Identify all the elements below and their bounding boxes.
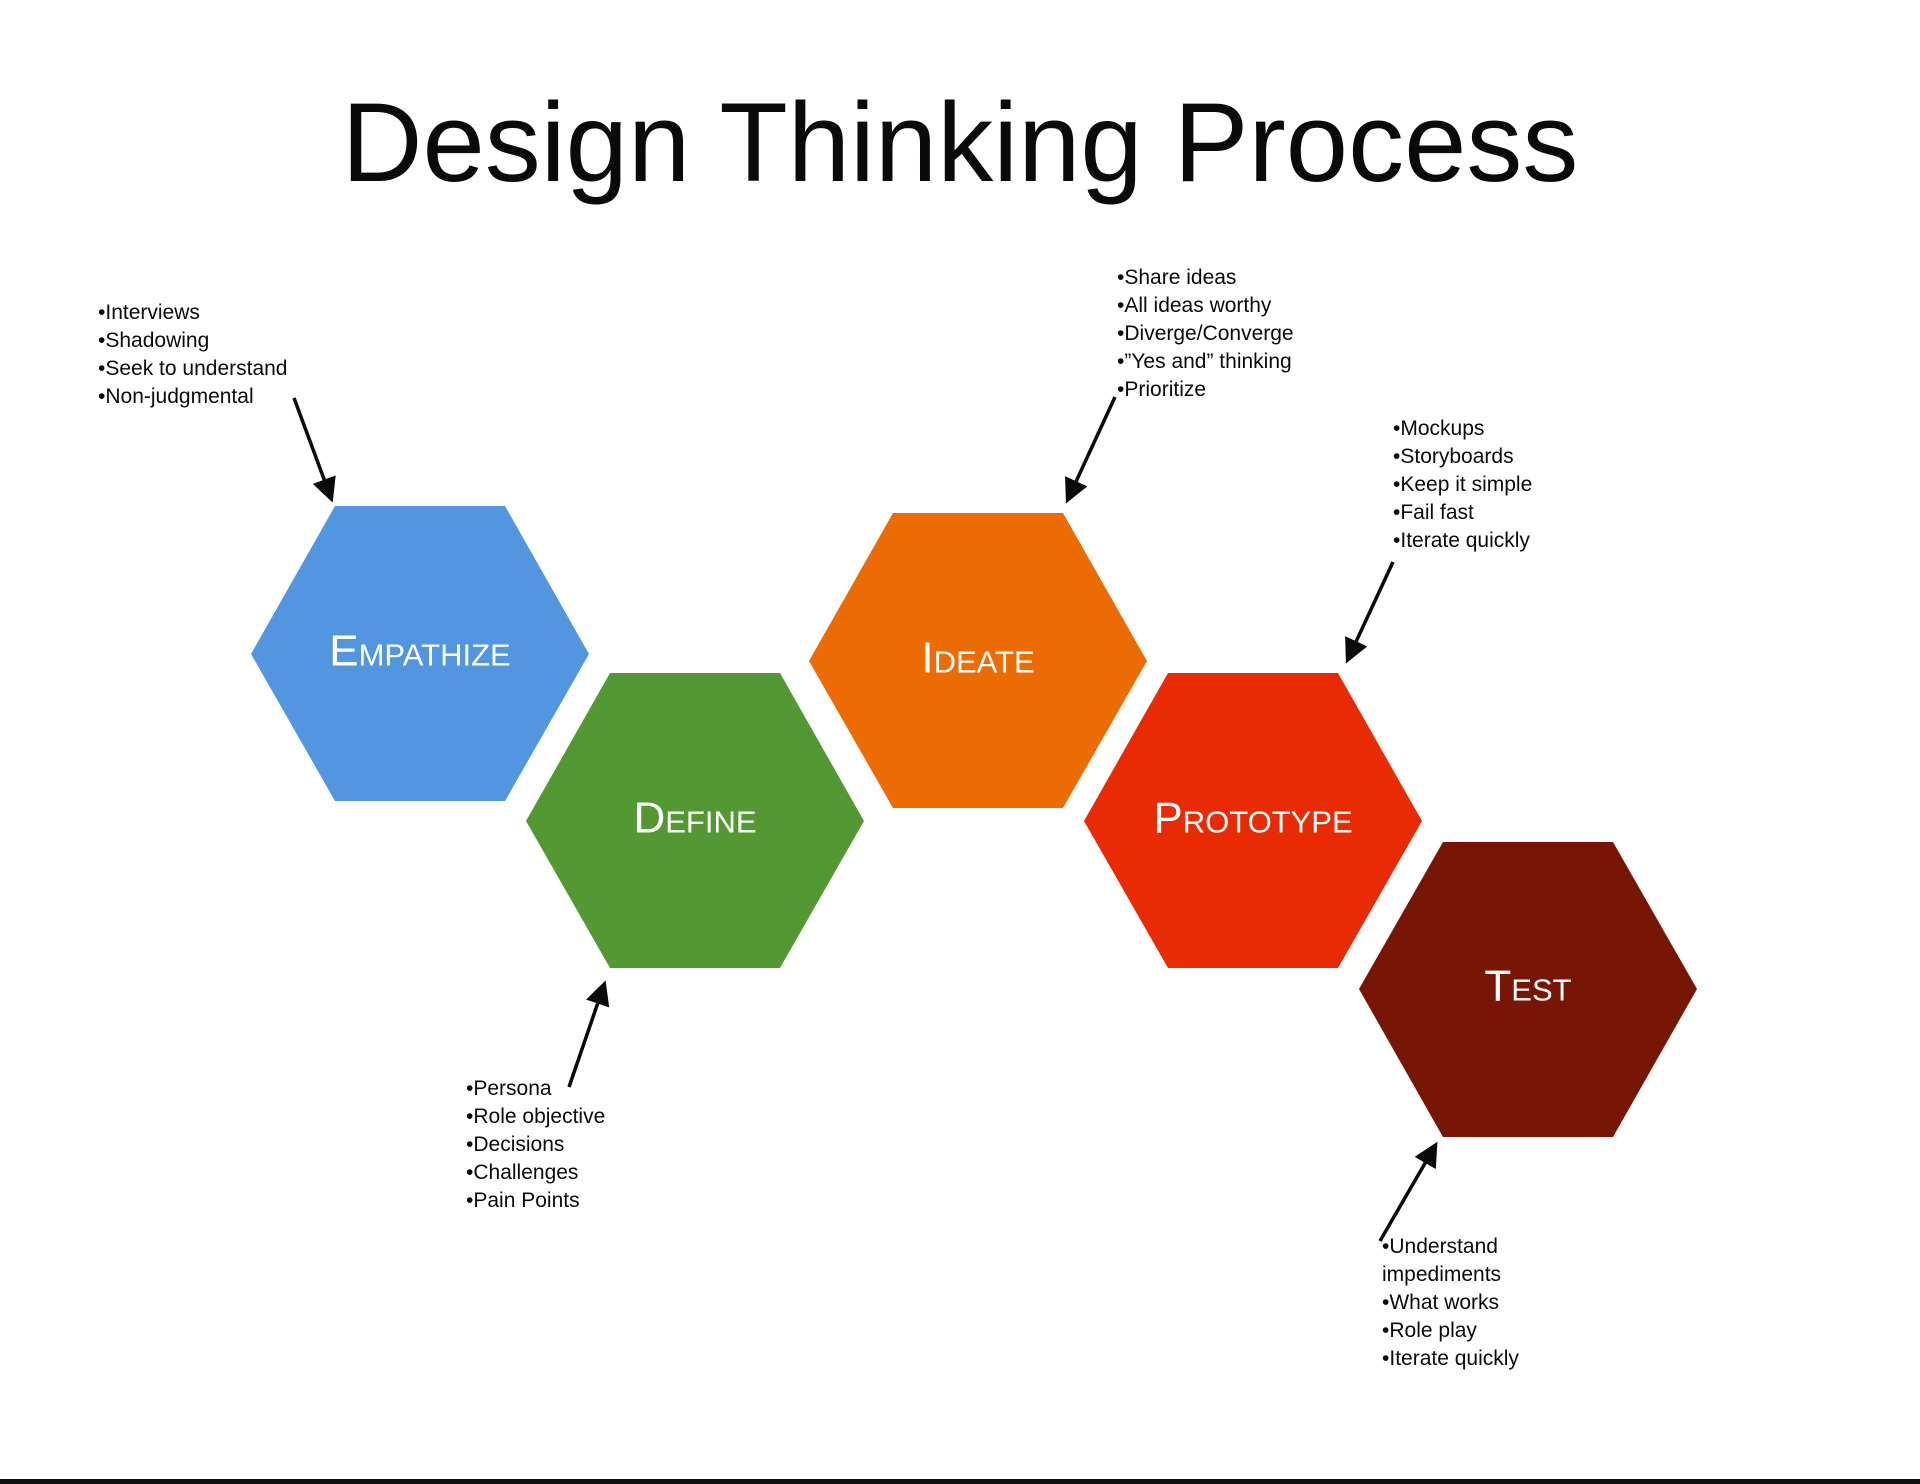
ideate-hexagon [809,513,1147,808]
stage-empathize: Empathize [251,506,589,801]
empathize-notes: InterviewsShadowingSeek to understandNon… [98,299,288,411]
prototype-note-item: Fail fast [1393,499,1532,527]
test-note-item: Role play [1382,1317,1532,1345]
page-title: Design Thinking Process [341,80,1579,205]
test-note-item: Iterate quickly [1382,1345,1532,1373]
prototype-note-item: Iterate quickly [1393,527,1532,555]
ideate-note-item: ”Yes and” thinking [1117,348,1294,376]
define-hexagon [526,673,864,968]
test-notes: Understand impedimentsWhat worksRole pla… [1382,1233,1532,1373]
prototype-notes: MockupsStoryboardsKeep it simpleFail fas… [1393,415,1532,555]
empathize-note-item: Interviews [98,299,288,327]
prototype-hexagon [1084,673,1422,968]
test-arrow [1378,1141,1438,1242]
prototype-note-item: Mockups [1393,415,1532,443]
ideate-label: Ideate [921,634,1034,683]
ideate-notes: Share ideasAll ideas worthyDiverge/Conve… [1117,264,1294,404]
define-note-item: Role objective [466,1103,605,1131]
bottom-divider [0,1479,1920,1484]
empathize-label: Empathize [329,627,510,676]
stage-define: Define [526,673,864,968]
test-label: Test [1484,962,1571,1011]
define-note-item: Pain Points [466,1187,605,1215]
empathize-arrow [292,397,336,503]
stage-prototype: Prototype [1084,673,1422,968]
test-note-item: Understand impediments [1382,1233,1532,1289]
ideate-note-item: All ideas worthy [1117,292,1294,320]
define-note-item: Decisions [466,1131,605,1159]
ideate-note-item: Share ideas [1117,264,1294,292]
define-arrow [567,980,610,1088]
ideate-note-item: Diverge/Converge [1117,320,1293,348]
prototype-note-item: Keep it simple [1393,471,1532,499]
empathize-note-item: Seek to understand [98,355,287,383]
define-label: Define [633,794,756,843]
test-hexagon [1359,842,1697,1137]
prototype-arrow [1345,561,1395,664]
empathize-note-item: Shadowing [98,327,288,355]
define-notes: PersonaRole objectiveDecisionsChallenges… [466,1075,605,1215]
ideate-note-item: Prioritize [1117,376,1294,404]
define-note-item: Persona [466,1075,605,1103]
ideate-arrow [1065,396,1117,504]
prototype-label: Prototype [1153,794,1352,843]
stage-test: Test [1359,842,1697,1137]
prototype-note-item: Storyboards [1393,443,1532,471]
stage-ideate: Ideate [809,513,1147,808]
empathize-hexagon [251,506,589,801]
empathize-note-item: Non-judgmental [98,383,288,411]
test-note-item: What works [1382,1289,1532,1317]
define-note-item: Challenges [466,1159,605,1187]
